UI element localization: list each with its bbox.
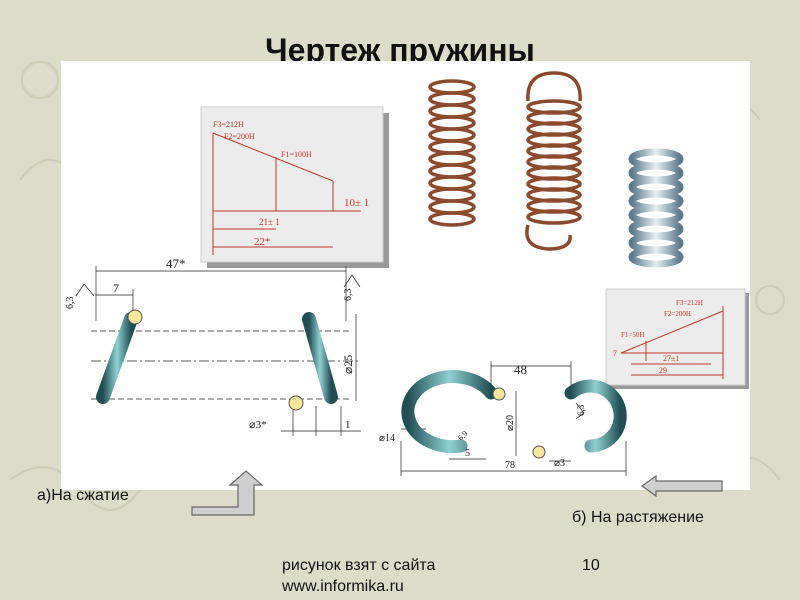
dim-c-outer-d: ⌀25	[341, 355, 355, 374]
extension-spring-drawing: 48 ⌀14 ⌀20 5 78 ⌀3 6,3 6,9	[379, 361, 627, 476]
steel-spring-photo	[628, 148, 684, 268]
dim-c-wire-d: ⌀3*	[249, 419, 267, 431]
dim-e-wire-d: ⌀3	[554, 458, 565, 469]
dim-e-hook-off: 5	[465, 448, 470, 459]
caption-extension: б) На растяжение	[572, 509, 704, 526]
dim-c-length: 47*	[166, 256, 186, 271]
dim-e-rough: 6,3	[576, 404, 586, 416]
copper-spring-photo-2	[525, 71, 582, 251]
graph-c-f2: F2=200H	[224, 132, 255, 141]
dim-e-hook-d: ⌀14	[379, 433, 395, 444]
caption-compression: а)На сжатие	[37, 487, 129, 504]
dim-c-pitch: 7	[113, 281, 119, 295]
dim-e-total: 78	[505, 460, 515, 471]
dim-c-rough-right: 6,3	[343, 289, 354, 302]
dim-e-inner-d: ⌀20	[505, 415, 516, 431]
graph-e-d1: 7	[613, 349, 617, 358]
spring-drawing: F3=212H F2=200H F1=100H 10± 1 21± 1 22*	[65, 71, 749, 476]
graph-c-f3: F3=212H	[213, 120, 244, 129]
dim-e-length: 48	[514, 362, 527, 377]
graph-c-f1: F1=100H	[281, 150, 312, 159]
dim-c-gap: 1	[345, 419, 351, 431]
graph-e-f2: F2=200H	[664, 310, 691, 318]
graph-e-d3: 29	[659, 366, 667, 375]
dim-c-rough-left: 6,3	[65, 297, 76, 310]
drawing-panel: F3=212H F2=200H F1=100H 10± 1 21± 1 22*	[61, 61, 750, 490]
graph-e-f3: F3=212H	[676, 299, 703, 307]
compression-spring-drawing: 47* 7 6,3 6,3 ⌀25 ⌀3* 1	[65, 256, 361, 436]
source-line-1: рисунок взят с сайта	[282, 557, 436, 574]
page-number: 10	[582, 557, 600, 574]
source-link[interactable]: www.informika.ru	[282, 578, 404, 595]
graph-c-d2: 21± 1	[259, 217, 280, 227]
copper-spring-photo-1	[428, 79, 476, 227]
graph-e-d2: 27±1	[663, 354, 679, 363]
compression-force-graph: F3=212H F2=200H F1=100H 10± 1 21± 1 22*	[200, 106, 389, 268]
graph-e-f1: F1=50H	[621, 331, 644, 339]
arrow-left-icon	[640, 474, 723, 498]
graph-c-d3: 22*	[254, 236, 271, 248]
graph-c-d1: 10± 1	[344, 197, 369, 209]
arrow-up-right-icon	[191, 470, 264, 516]
extension-force-graph: F3=212H F2=200H F1=50H 7 27±1 29	[605, 288, 749, 389]
